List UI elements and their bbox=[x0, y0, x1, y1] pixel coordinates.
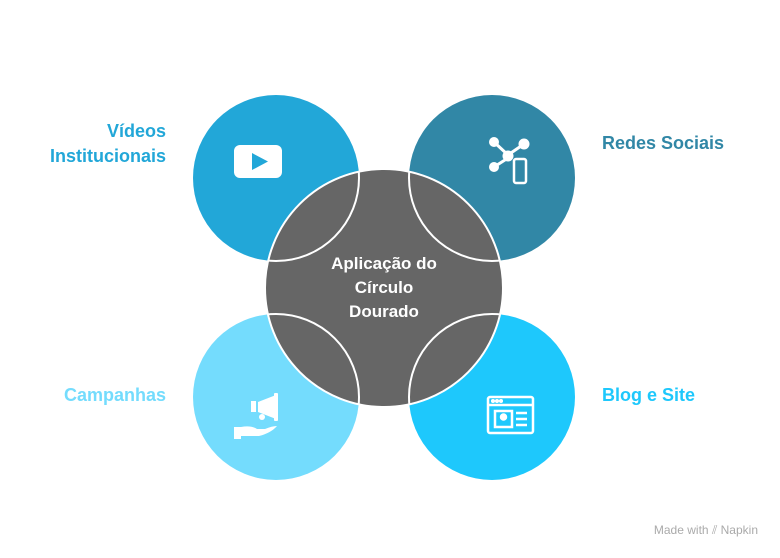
watermark-prefix: Made with bbox=[653, 523, 709, 537]
label-line: Campanhas bbox=[63, 385, 166, 405]
napkin-logo-icon: ⫽ bbox=[711, 523, 718, 537]
label-line: Vídeos bbox=[106, 121, 166, 141]
label-line: Blog e Site bbox=[602, 385, 696, 405]
watermark-brand: Napkin bbox=[720, 523, 758, 537]
center-line: Dourado bbox=[349, 302, 419, 321]
label-campanhas: Campanhas bbox=[64, 383, 166, 408]
website-profile-icon bbox=[486, 395, 535, 435]
video-play-icon bbox=[234, 145, 282, 178]
label-videos: Vídeos Institucionais bbox=[50, 119, 166, 169]
megaphone-hand-icon bbox=[234, 393, 278, 439]
center-circle bbox=[264, 168, 504, 408]
label-redes: Redes Sociais bbox=[602, 131, 724, 156]
center-title: Aplicação do Círculo Dourado bbox=[304, 252, 464, 324]
label-line: Redes Sociais bbox=[602, 133, 725, 153]
label-blog: Blog e Site bbox=[602, 383, 695, 408]
label-line: Institucionais bbox=[49, 146, 166, 166]
center-line: Círculo bbox=[354, 278, 414, 297]
social-network-icon bbox=[489, 137, 530, 185]
watermark: Made with ⫽ Napkin bbox=[654, 523, 758, 538]
center-line: Aplicação do bbox=[331, 254, 437, 273]
overlap-arcs bbox=[265, 169, 503, 407]
